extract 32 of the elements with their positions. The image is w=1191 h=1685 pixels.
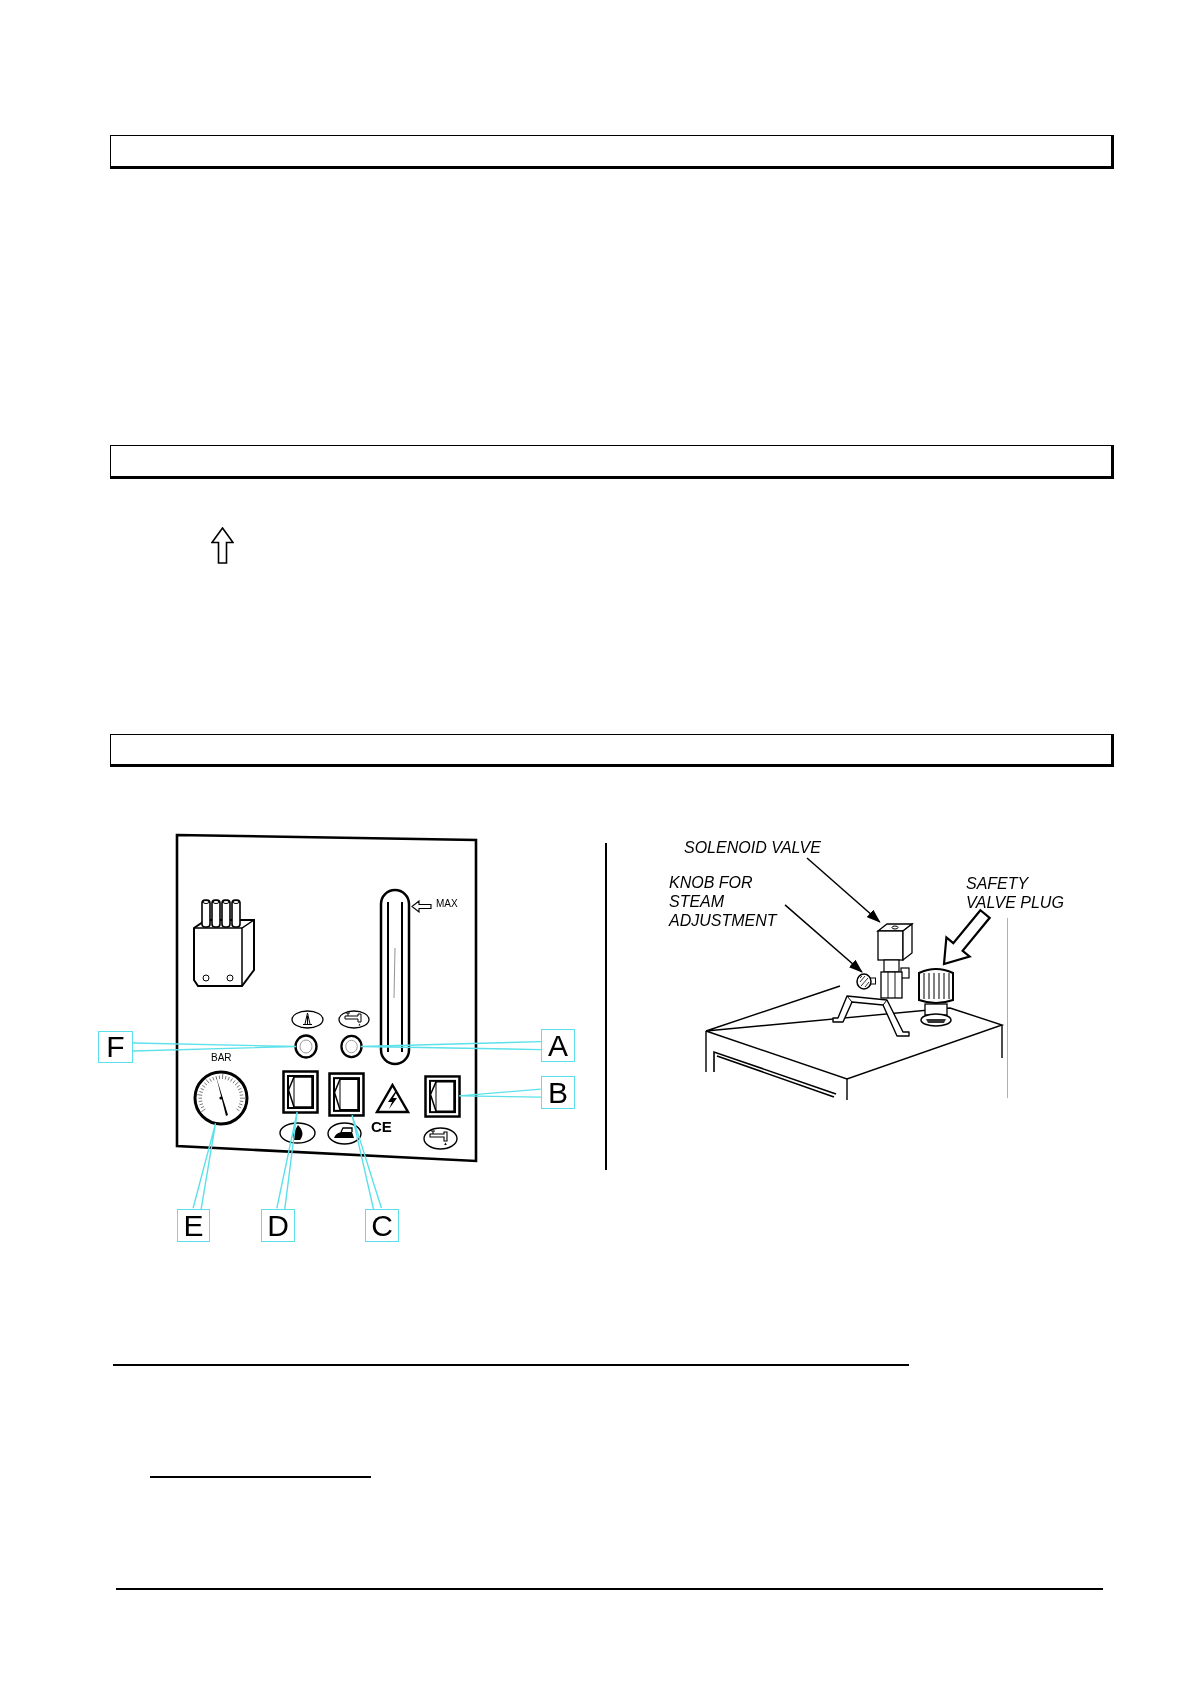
pressure-gauge <box>193 1070 249 1126</box>
adjustment-knob <box>856 972 876 990</box>
header-bar <box>110 445 1114 479</box>
indicator-lamp <box>294 1034 318 1059</box>
callout-label: A <box>541 1029 575 1062</box>
leader-line <box>360 1040 542 1051</box>
part-label: KNOB FOR STEAM ADJUSTMENT <box>669 873 785 931</box>
ce-mark: CE <box>371 1119 392 1134</box>
callout-label: D <box>261 1209 295 1242</box>
arrow <box>784 904 863 973</box>
leader-line <box>276 1111 298 1211</box>
callout-label: B <box>541 1076 575 1109</box>
rocker-switch <box>282 1070 319 1114</box>
part-label: SAFETY VALVE PLUG <box>966 874 1078 914</box>
indicator-lamp <box>340 1034 363 1059</box>
callout-label: F <box>98 1031 133 1063</box>
block-arrow <box>942 908 992 966</box>
solenoid-valve <box>876 922 914 1000</box>
header-bar <box>110 734 1114 767</box>
rocker-switch <box>424 1075 461 1118</box>
level-mark-label: MAX <box>436 899 458 909</box>
leader-line <box>192 1122 217 1211</box>
scale-label: BAR <box>211 1053 232 1063</box>
arrow <box>806 857 881 923</box>
leader-line <box>132 1042 297 1052</box>
leader-line <box>351 1114 383 1211</box>
header-bar <box>110 135 1114 169</box>
leader-line <box>458 1088 542 1098</box>
part-label: SOLENOID VALVE <box>684 838 826 858</box>
callout-label: E <box>177 1209 210 1242</box>
rocker-switch <box>328 1072 365 1117</box>
callout-label: C <box>365 1209 399 1242</box>
